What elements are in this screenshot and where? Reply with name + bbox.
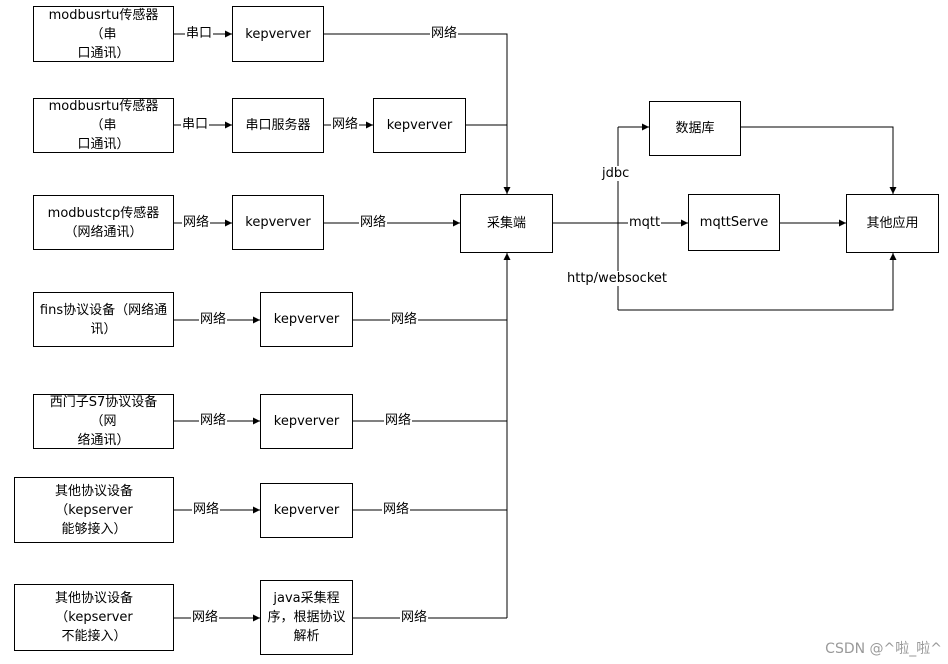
label-net-kep4: 网络 (390, 312, 419, 327)
node-kep2: kepverver (373, 98, 466, 153)
edge-database-other (741, 126, 897, 194)
node-src6: 其他协议设备（kepserver 能够接入） (14, 477, 174, 543)
node-src3: modbustcp传感器 （网络通讯） (33, 195, 174, 250)
node-collector: 采集端 (460, 194, 553, 253)
label-jdbc: jdbc (601, 166, 631, 181)
label-net-src3: 网络 (182, 215, 211, 230)
label-net-src5: 网络 (199, 413, 228, 428)
label-net-serial-kep2: 网络 (331, 117, 360, 132)
edge-kep1-collector (324, 33, 511, 194)
node-other-apps: 其他应用 (846, 194, 939, 253)
node-java-prog: java采集程 序，根据协议 解析 (260, 580, 353, 655)
edge-split-other-http (618, 253, 897, 311)
node-kep4: kepverver (260, 292, 353, 347)
label-net-kep5: 网络 (384, 413, 413, 428)
label-http-websocket: http/websocket (566, 271, 668, 286)
label-serial-port-1: 串口 (185, 26, 214, 41)
node-kep1: kepverver (232, 6, 324, 62)
node-kep6: kepverver (260, 483, 353, 538)
label-net-kep1: 网络 (430, 26, 459, 41)
label-mqtt: mqtt (628, 215, 662, 230)
node-src2: modbusrtu传感器（串 口通讯） (33, 98, 174, 153)
node-src7: 其他协议设备（kepserver 不能接入） (14, 584, 174, 651)
node-database: 数据库 (649, 101, 741, 156)
node-mqtt-server: mqttServe (688, 194, 780, 251)
label-net-src6: 网络 (192, 502, 221, 517)
node-src4: fins协议设备（网络通 讯） (33, 292, 174, 347)
node-kep5: kepverver (260, 394, 353, 449)
node-kep3: kepverver (232, 195, 324, 250)
node-serial-server: 串口服务器 (232, 98, 324, 153)
node-src5: 西门子S7协议设备（网 络通讯） (33, 394, 174, 449)
label-net-java: 网络 (400, 610, 429, 625)
label-net-kep6: 网络 (382, 502, 411, 517)
label-net-src4: 网络 (199, 312, 228, 327)
label-net-kep3: 网络 (359, 215, 388, 230)
label-serial-port-2: 串口 (181, 117, 210, 132)
label-net-src7: 网络 (191, 610, 220, 625)
watermark: CSDN @^啦_啦^ (825, 641, 942, 657)
node-src1: modbusrtu传感器（串 口通讯） (33, 6, 174, 62)
